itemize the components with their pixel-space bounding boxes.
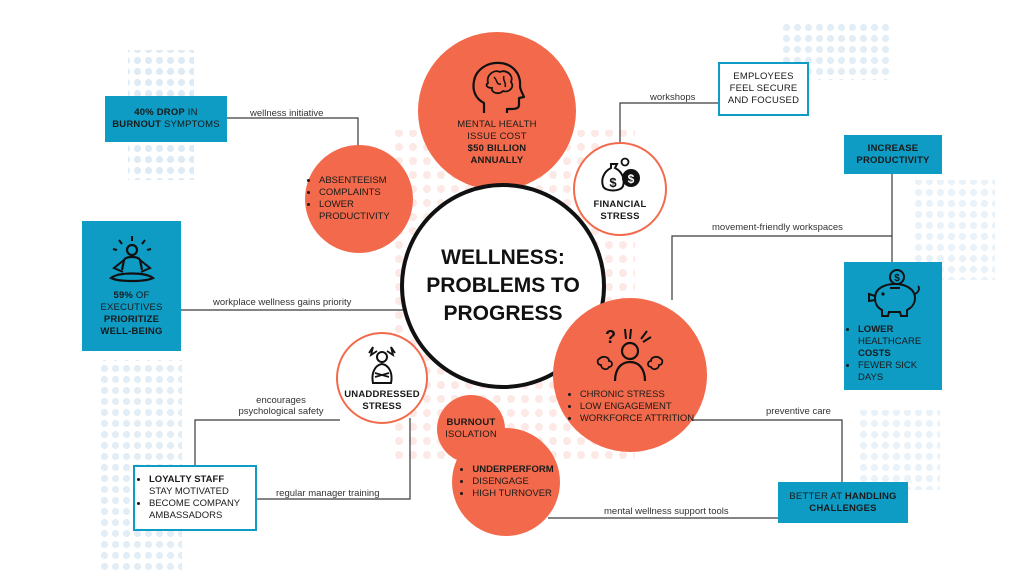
list-item: ABSENTEEISM	[319, 175, 413, 187]
absenteeism-list: ABSENTEEISM COMPLAINTS LOWER PRODUCTIVIT…	[305, 175, 413, 223]
employees-secure-box: EMPLOYEES FEEL SECURE AND FOCUSED	[718, 62, 809, 116]
label-support-tools: mental wellness support tools	[604, 506, 729, 517]
mental-health-cost-period: ANNUALLY	[470, 155, 524, 166]
list-item: COMPLAINTS	[319, 187, 413, 199]
stressed-person-icon	[368, 346, 396, 384]
drop-percent: 40% DROP	[134, 107, 185, 118]
employees-line2: FEEL SECURE	[729, 83, 798, 94]
piggy-bank-icon: $	[868, 269, 920, 317]
label-wellness-initiative: wellness initiative	[250, 108, 324, 119]
label-encourages: encourages psychological safety	[220, 395, 342, 417]
money-bags-icon: $ $	[601, 157, 640, 191]
underperform-list: UNDERPERFORM DISENGAGE HIGH TURNOVER	[458, 464, 553, 500]
list-item: FEWER SICK DAYS	[858, 360, 942, 384]
executives-word: EXECUTIVES	[100, 302, 163, 313]
unaddressed-line1: UNADDRESSED	[344, 389, 420, 400]
label-manager-training: regular manager training	[276, 488, 380, 499]
loyalty-staff-title: LOYALTY STAFF	[149, 474, 225, 485]
executives-prioritize: PRIORITIZE	[103, 314, 160, 325]
list-item: LOW ENGAGEMENT	[580, 401, 694, 413]
drop-symptoms: SYMPTOMS	[161, 119, 220, 130]
financial-line1: FINANCIAL	[593, 198, 647, 210]
label-workshops: workshops	[650, 92, 696, 103]
burnout-line1: BURNOUT	[446, 417, 496, 428]
list-item: WORKFORCE ATTRITION	[580, 413, 694, 425]
burnout-drop-box: 40% DROP IN BURNOUT SYMPTOMS	[105, 96, 227, 142]
chronic-list: CHRONIC STRESS LOW ENGAGEMENT WORKFORCE …	[566, 389, 694, 425]
line-encourages	[194, 419, 340, 465]
line-movement	[671, 174, 893, 300]
burnout-node: BURNOUT ISOLATION	[437, 395, 505, 463]
handling-prefix: BETTER AT	[789, 490, 845, 502]
line-manager	[256, 418, 411, 500]
svg-text:$: $	[609, 175, 617, 190]
drop-burnout: BURNOUT	[112, 119, 162, 130]
list-item: LOWER PRODUCTIVITY	[319, 199, 413, 223]
chronic-stress-node: ? CHRONIC STRESS LOW ENGAGEMENT WORKFORC…	[553, 298, 707, 452]
burnout-line2: ISOLATION	[445, 429, 497, 440]
label-encourages-line1: encourages	[256, 395, 306, 406]
productivity-line1: INCREASE	[867, 142, 919, 154]
brain-head-icon	[472, 61, 526, 113]
handling-word: HANDLING	[844, 490, 897, 502]
executives-of: OF	[133, 290, 150, 301]
mental-health-line2: ISSUE COST	[467, 131, 527, 142]
loyalty-stay: STAY MOTIVATED	[149, 486, 229, 497]
page-title-line1: WELLNESS:	[441, 246, 565, 269]
unaddressed-line2: STRESS	[362, 401, 402, 412]
connectors	[181, 102, 893, 519]
employees-line3: AND FOCUSED	[727, 95, 800, 106]
healthcare-word: HEALTHCARE	[858, 336, 922, 347]
mental-health-cost-value: $50 BILLION	[467, 143, 527, 154]
label-gains-priority: workplace wellness gains priority	[213, 297, 352, 308]
healthcare-lower: LOWER	[858, 324, 894, 335]
meditation-icon	[108, 236, 155, 283]
svg-text:$: $	[628, 172, 635, 186]
employees-line1: EMPLOYEES	[733, 71, 794, 82]
handling-challenges-box: BETTER AT HANDLING CHALLENGES	[778, 482, 908, 523]
frustrated-person-icon: ?	[596, 327, 664, 382]
increase-productivity-box: INCREASE PRODUCTIVITY	[844, 135, 942, 174]
executives-box: 59% OF EXECUTIVES PRIORITIZE WELL-BEING	[82, 221, 181, 351]
executives-percent: 59%	[113, 290, 134, 301]
list-item: CHRONIC STRESS	[580, 389, 694, 401]
list-item: DISENGAGE	[472, 476, 553, 488]
label-preventive-care: preventive care	[766, 406, 831, 417]
mental-health-cost-node: MENTAL HEALTH ISSUE COST $50 BILLION ANN…	[418, 32, 576, 190]
financial-stress-node: $ $ FINANCIAL STRESS	[573, 142, 667, 236]
unaddressed-stress-node: UNADDRESSED STRESS	[336, 332, 428, 424]
list-item: HIGH TURNOVER	[472, 488, 553, 500]
executives-wellbeing: WELL-BEING	[100, 326, 163, 337]
label-encourages-line2: psychological safety	[238, 406, 324, 417]
financial-line2: STRESS	[600, 210, 640, 222]
drop-in: IN	[184, 107, 198, 118]
healthcare-costs: COSTS	[858, 348, 891, 359]
svg-text:$: $	[894, 273, 900, 284]
list-item: BECOME COMPANY AMBASSADORS	[149, 498, 255, 522]
handling-challenges: CHALLENGES	[809, 502, 877, 514]
page-title-line3: PROGRESS	[443, 302, 563, 325]
svg-text:?: ?	[605, 327, 616, 347]
line-wellness-initiative	[226, 117, 359, 152]
mental-health-line1: MENTAL HEALTH	[457, 119, 537, 130]
line-workshops	[619, 102, 719, 142]
line-preventive	[692, 419, 843, 482]
productivity-line2: PRODUCTIVITY	[856, 154, 930, 166]
label-movement-workspaces: movement-friendly workspaces	[712, 222, 843, 233]
absenteeism-node: ABSENTEEISM COMPLAINTS LOWER PRODUCTIVIT…	[305, 145, 413, 253]
page-title-line2: PROBLEMS TO	[426, 274, 580, 297]
list-item: UNDERPERFORM	[472, 464, 553, 476]
